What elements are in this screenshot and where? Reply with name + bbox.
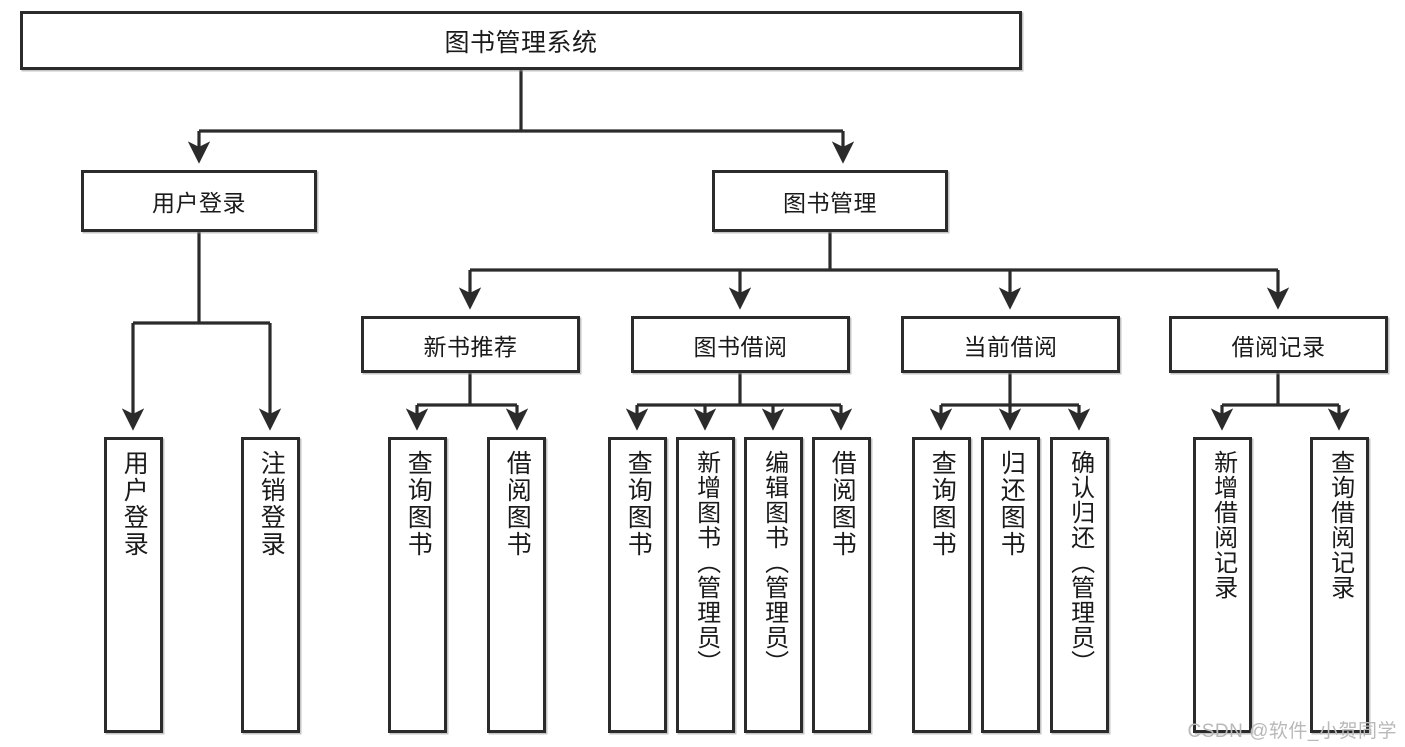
node-leaf-confirm-return[interactable]: 确认归还（管理员） bbox=[1050, 437, 1109, 733]
node-leaf-borrow-book-1-label: 借阅图书 bbox=[503, 450, 532, 558]
node-leaf-query-record-label: 查询借阅记录 bbox=[1326, 450, 1354, 600]
node-root[interactable]: 图书管理系统 bbox=[20, 11, 1022, 70]
node-leaf-return-book-label: 归还图书 bbox=[997, 450, 1026, 558]
node-book-manage[interactable]: 图书管理 bbox=[712, 170, 948, 232]
node-leaf-confirm-return-label: 确认归还（管理员） bbox=[1066, 450, 1094, 675]
node-leaf-logout[interactable]: 注销登录 bbox=[241, 437, 300, 733]
node-user-login-label: 用户登录 bbox=[152, 190, 246, 216]
node-current-borrow[interactable]: 当前借阅 bbox=[901, 316, 1120, 373]
node-leaf-edit-book-label: 编辑图书（管理员） bbox=[760, 450, 788, 675]
node-leaf-logout-label: 注销登录 bbox=[257, 450, 286, 558]
node-current-borrow-label: 当前借阅 bbox=[963, 333, 1058, 360]
node-leaf-query-book-1-label: 查询图书 bbox=[404, 450, 433, 558]
node-leaf-query-book-3-label: 查询图书 bbox=[928, 450, 957, 558]
node-borrow-record-label: 借阅记录 bbox=[1231, 333, 1326, 360]
node-leaf-borrow-book-1[interactable]: 借阅图书 bbox=[487, 437, 546, 733]
node-root-label: 图书管理系统 bbox=[444, 28, 598, 57]
node-leaf-add-book[interactable]: 新增图书（管理员） bbox=[676, 437, 735, 733]
node-book-borrow-label: 图书借阅 bbox=[693, 333, 788, 360]
node-leaf-return-book[interactable]: 归还图书 bbox=[981, 437, 1040, 733]
node-leaf-query-book-2-label: 查询图书 bbox=[624, 450, 653, 558]
node-leaf-add-book-label: 新增图书（管理员） bbox=[692, 450, 720, 675]
node-user-login[interactable]: 用户登录 bbox=[81, 170, 317, 232]
node-leaf-query-book-2[interactable]: 查询图书 bbox=[608, 437, 667, 733]
node-leaf-query-record[interactable]: 查询借阅记录 bbox=[1310, 437, 1369, 733]
node-book-borrow[interactable]: 图书借阅 bbox=[631, 316, 850, 373]
node-leaf-query-book-3[interactable]: 查询图书 bbox=[912, 437, 971, 733]
node-borrow-record[interactable]: 借阅记录 bbox=[1169, 316, 1388, 373]
node-new-book-rec[interactable]: 新书推荐 bbox=[361, 316, 580, 373]
node-leaf-borrow-book-2-label: 借阅图书 bbox=[828, 450, 857, 558]
node-leaf-user-login-label: 用户登录 bbox=[120, 450, 149, 558]
node-book-manage-label: 图书管理 bbox=[783, 190, 877, 216]
node-leaf-user-login[interactable]: 用户登录 bbox=[104, 437, 163, 733]
node-leaf-add-record-label: 新增借阅记录 bbox=[1209, 450, 1237, 600]
node-leaf-query-book-1[interactable]: 查询图书 bbox=[388, 437, 447, 733]
node-new-book-rec-label: 新书推荐 bbox=[423, 333, 518, 360]
watermark: CSDN @软件_小贺同学 bbox=[1187, 721, 1397, 742]
node-leaf-edit-book[interactable]: 编辑图书（管理员） bbox=[744, 437, 803, 733]
node-leaf-add-record[interactable]: 新增借阅记录 bbox=[1193, 437, 1252, 733]
node-leaf-borrow-book-2[interactable]: 借阅图书 bbox=[812, 437, 871, 733]
